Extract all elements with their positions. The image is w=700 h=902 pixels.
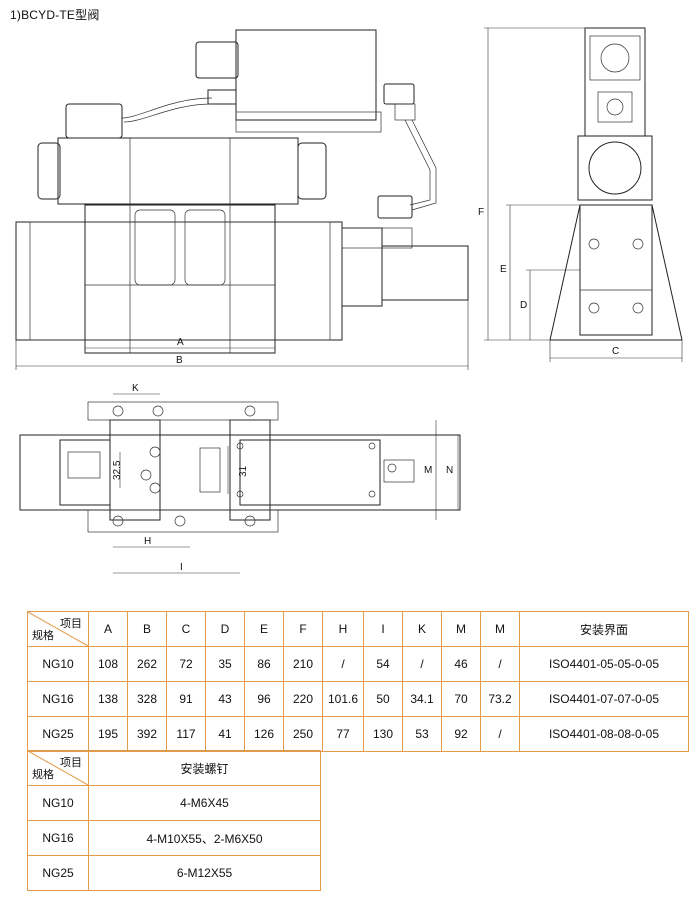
cell: 96 xyxy=(244,681,284,717)
screw-table: 项目 规格 安装螺钉 NG10 4-M6X45 NG16 4-M10X55、2-… xyxy=(27,750,321,891)
cell: / xyxy=(480,646,520,682)
label-C: C xyxy=(612,346,619,357)
row-spec: NG25 xyxy=(27,716,89,752)
label-32-5: 32.5 xyxy=(112,460,123,480)
label-E: E xyxy=(500,264,507,275)
cell: 262 xyxy=(127,646,167,682)
table-row: NG25 195 392 117 41 126 250 77 130 53 92… xyxy=(27,716,689,752)
cell: 46 xyxy=(441,646,481,682)
cell: 195 xyxy=(88,716,128,752)
cell: 54 xyxy=(363,646,403,682)
label-H: H xyxy=(144,536,151,547)
header-D: D xyxy=(205,611,245,647)
cell: 328 xyxy=(127,681,167,717)
header-F: F xyxy=(283,611,323,647)
label-I: I xyxy=(180,562,183,573)
label-F: F xyxy=(478,207,484,218)
header-C: C xyxy=(166,611,206,647)
cell: 126 xyxy=(244,716,284,752)
header-screws: 安装螺钉 xyxy=(88,750,321,786)
header-E: E xyxy=(244,611,284,647)
label-K: K xyxy=(132,383,139,394)
header-B: B xyxy=(127,611,167,647)
cell: 35 xyxy=(205,646,245,682)
cell: 77 xyxy=(322,716,364,752)
cell: 138 xyxy=(88,681,128,717)
header-H: H xyxy=(322,611,364,647)
cell: 41 xyxy=(205,716,245,752)
label-D: D xyxy=(520,300,527,311)
cell: 53 xyxy=(402,716,442,752)
corner-top-label: 项目 xyxy=(60,757,82,769)
cell: 4-M10X55、2-M6X50 xyxy=(88,820,321,856)
cell: 220 xyxy=(283,681,323,717)
cell: / xyxy=(480,716,520,752)
cell: 34.1 xyxy=(402,681,442,717)
table-corner-cell: 项目 规格 xyxy=(27,750,89,786)
cell: 4-M6X45 xyxy=(88,785,321,821)
cell: ISO4401-05-05-0-05 xyxy=(519,646,689,682)
cell: / xyxy=(402,646,442,682)
cell: 117 xyxy=(166,716,206,752)
cell: 50 xyxy=(363,681,403,717)
row-spec: NG16 xyxy=(27,681,89,717)
cell: 70 xyxy=(441,681,481,717)
table-header-row: 项目 规格 A B C D E F H I K M M 安装界面 xyxy=(27,611,689,647)
table-row: NG16 138 328 91 43 96 220 101.6 50 34.1 … xyxy=(27,681,689,717)
cell: 73.2 xyxy=(480,681,520,717)
cell: ISO4401-07-07-0-05 xyxy=(519,681,689,717)
corner-top-label: 项目 xyxy=(60,618,82,630)
table-header-row: 项目 规格 安装螺钉 xyxy=(27,750,321,786)
cell: 392 xyxy=(127,716,167,752)
corner-bottom-label: 规格 xyxy=(32,769,54,781)
row-spec: NG10 xyxy=(27,646,89,682)
cell: 86 xyxy=(244,646,284,682)
elevation-drawing: A B F E D C xyxy=(15,27,683,370)
cell: 72 xyxy=(166,646,206,682)
header-interface: 安装界面 xyxy=(519,611,689,647)
label-M: M xyxy=(424,465,432,476)
table-row: NG16 4-M10X55、2-M6X50 xyxy=(27,820,321,856)
table-row: NG10 108 262 72 35 86 210 / 54 / 46 / IS… xyxy=(27,646,689,682)
cell: 43 xyxy=(205,681,245,717)
cell: 92 xyxy=(441,716,481,752)
row-spec: NG16 xyxy=(27,820,89,856)
table-row: NG10 4-M6X45 xyxy=(27,785,321,821)
row-spec: NG10 xyxy=(27,785,89,821)
header-K: K xyxy=(402,611,442,647)
cell: 250 xyxy=(283,716,323,752)
label-B: B xyxy=(176,355,183,366)
label-A: A xyxy=(177,337,184,348)
header-A: A xyxy=(88,611,128,647)
cell: 91 xyxy=(166,681,206,717)
label-N: N xyxy=(446,465,453,476)
table-corner-cell: 项目 规格 xyxy=(27,611,89,647)
cell: 130 xyxy=(363,716,403,752)
drawing-title: 1)BCYD-TE型阀 xyxy=(10,8,100,22)
cell: 108 xyxy=(88,646,128,682)
cell: 210 xyxy=(283,646,323,682)
cell: 6-M12X55 xyxy=(88,855,321,891)
table-row: NG25 6-M12X55 xyxy=(27,855,321,891)
dimension-table: 项目 规格 A B C D E F H I K M M 安装界面 NG10 10… xyxy=(27,611,689,752)
label-31: 31 xyxy=(238,465,249,477)
cell: ISO4401-08-08-0-05 xyxy=(519,716,689,752)
cell: 101.6 xyxy=(322,681,364,717)
header-M1: M xyxy=(441,611,481,647)
row-spec: NG25 xyxy=(27,855,89,891)
corner-bottom-label: 规格 xyxy=(32,630,54,642)
mounting-plan-drawing: K H I M N 32.5 31 xyxy=(19,383,461,574)
cell: / xyxy=(322,646,364,682)
header-I: I xyxy=(363,611,403,647)
header-M2: M xyxy=(480,611,520,647)
